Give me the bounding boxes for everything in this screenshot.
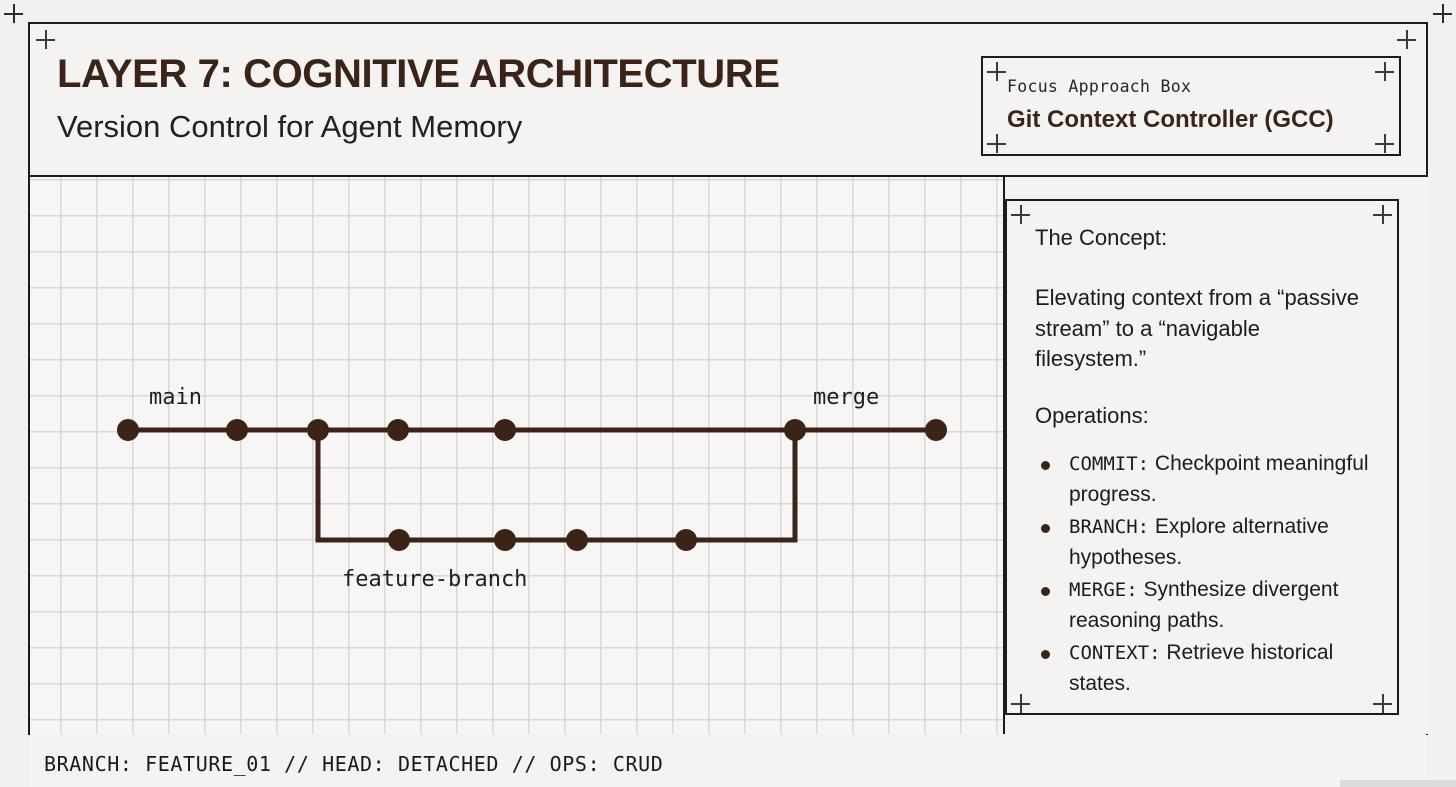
- operation-key: COMMIT:: [1069, 453, 1150, 475]
- bullet-icon: [1041, 650, 1050, 659]
- crop-mark-outer-top-right: [1433, 4, 1452, 23]
- operation-description: Retrieve historical states.: [1069, 641, 1334, 695]
- operation-key: BRANCH:: [1069, 516, 1150, 538]
- focus-box-label: Focus Approach Box: [1007, 77, 1192, 96]
- git-commit-graph: [117, 419, 947, 551]
- branch-label-feature: feature-branch: [342, 567, 528, 592]
- operation-item: CONTEXT: Retrieve historical states.: [1021, 638, 1391, 699]
- slide-header: LAYER 7: COGNITIVE ARCHITECTURE Version …: [30, 24, 1426, 177]
- operation-item: MERGE: Synthesize divergent reasoning pa…: [1021, 575, 1391, 636]
- concept-panel: The Concept: Elevating context from a “p…: [1005, 199, 1399, 715]
- focus-box-value: Git Context Controller (GCC): [1007, 106, 1334, 133]
- commit-node-feature-2: [494, 529, 516, 551]
- slide-frame: LAYER 7: COGNITIVE ARCHITECTURE Version …: [28, 22, 1428, 787]
- bullet-icon: [1041, 587, 1050, 596]
- commit-node-main-7: [925, 419, 947, 441]
- operations-list: COMMIT: Checkpoint meaningful progress.B…: [1021, 449, 1391, 701]
- page-edge-shadow: [1340, 780, 1456, 787]
- page-title: LAYER 7: COGNITIVE ARCHITECTURE: [57, 52, 780, 96]
- crop-mark-outer-top-left: [4, 4, 23, 23]
- focus-approach-box: Focus Approach Box Git Context Controlle…: [981, 56, 1401, 156]
- crop-mark-focus-bottom-left: [987, 134, 1006, 153]
- crop-mark-focus-bottom-right: [1375, 134, 1394, 153]
- crop-mark-focus-top-left: [987, 62, 1006, 81]
- grid-background: [30, 177, 1003, 734]
- commit-node-main-3: [307, 419, 329, 441]
- commit-node-feature-1: [388, 529, 410, 551]
- operation-item: BRANCH: Explore alternative hypotheses.: [1021, 512, 1391, 573]
- commit-node-main-5: [494, 419, 516, 441]
- commit-node-main-2: [226, 419, 248, 441]
- page-subtitle: Version Control for Agent Memory: [57, 109, 523, 144]
- concept-body-text: Elevating context from a “passive stream…: [1035, 285, 1360, 371]
- operations-heading: Operations:: [1035, 403, 1149, 428]
- status-bar-text: BRANCH: FEATURE_01 // HEAD: DETACHED // …: [44, 752, 664, 776]
- commit-node-main-1: [117, 419, 139, 441]
- branch-label-main: main: [149, 385, 202, 410]
- commit-node-main-4: [387, 419, 409, 441]
- operation-key: CONTEXT:: [1069, 642, 1161, 664]
- operation-item: COMMIT: Checkpoint meaningful progress.: [1021, 449, 1391, 510]
- commit-node-main-6: [784, 419, 806, 441]
- bullet-icon: [1041, 524, 1050, 533]
- operation-description: Synthesize divergent reasoning paths.: [1069, 578, 1339, 632]
- status-bar: BRANCH: FEATURE_01 // HEAD: DETACHED // …: [30, 734, 1426, 787]
- commit-node-feature-3: [566, 529, 588, 551]
- operation-description: Checkpoint meaningful progress.: [1069, 452, 1369, 506]
- bullet-icon: [1041, 461, 1050, 470]
- crop-mark-concept-top-right: [1373, 205, 1392, 224]
- branch-label-merge: merge: [813, 385, 880, 410]
- concept-heading: The Concept:: [1035, 225, 1168, 250]
- crop-mark-focus-top-right: [1375, 62, 1394, 81]
- operation-key: MERGE:: [1069, 579, 1138, 601]
- concept-pane: The Concept: Elevating context from a “p…: [1005, 177, 1428, 734]
- git-graph-pane: main merge feature-branch: [30, 177, 1005, 734]
- operation-description: Explore alternative hypotheses.: [1069, 515, 1329, 569]
- commit-node-feature-4: [675, 529, 697, 551]
- crop-mark-concept-top-left: [1011, 205, 1030, 224]
